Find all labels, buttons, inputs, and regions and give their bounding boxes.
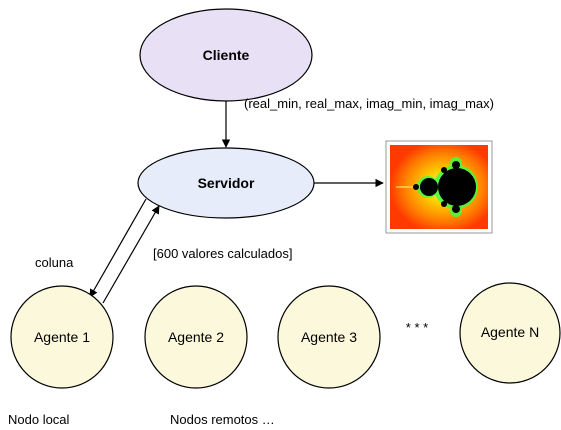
- agente1-to-servidor-arrow: [102, 205, 160, 304]
- agente-n-label: Agente N: [481, 324, 539, 340]
- mandelbrot-set-icon: [385, 140, 493, 234]
- cliente-label: Cliente: [203, 47, 250, 63]
- servidor-to-agente1-arrow: [89, 198, 147, 298]
- agente-1-label: Agente 1: [34, 329, 90, 345]
- agente-3-label: Agente 3: [301, 329, 357, 345]
- servidor-node: Servidor: [137, 147, 315, 219]
- coluna-label: coluna: [35, 255, 74, 270]
- fractal-image-set: [396, 157, 478, 217]
- agente-2-label: Agente 2: [168, 329, 224, 345]
- agente-2-circle: [144, 285, 248, 389]
- request-params-label: (real_min, real_max, imag_min, imag_max): [244, 96, 494, 111]
- cliente-node: Cliente: [139, 8, 313, 102]
- servidor-label: Servidor: [198, 175, 255, 191]
- agente-1-circle: [10, 285, 114, 389]
- agente-3-node: Agente 3: [277, 285, 381, 389]
- agents-ellipsis: * * *: [406, 320, 428, 335]
- nodos-remotos-label: Nodos remotos …: [170, 412, 275, 427]
- agente-1-node: Agente 1: [10, 285, 114, 389]
- agente-n-node: Agente N: [459, 282, 561, 384]
- valores-label: [600 valores calculados]: [153, 246, 292, 261]
- agente-n-circle: [459, 282, 561, 384]
- nodo-local-label: Nodo local: [8, 412, 70, 427]
- agente-3-circle: [277, 285, 381, 389]
- agente-2-node: Agente 2: [144, 285, 248, 389]
